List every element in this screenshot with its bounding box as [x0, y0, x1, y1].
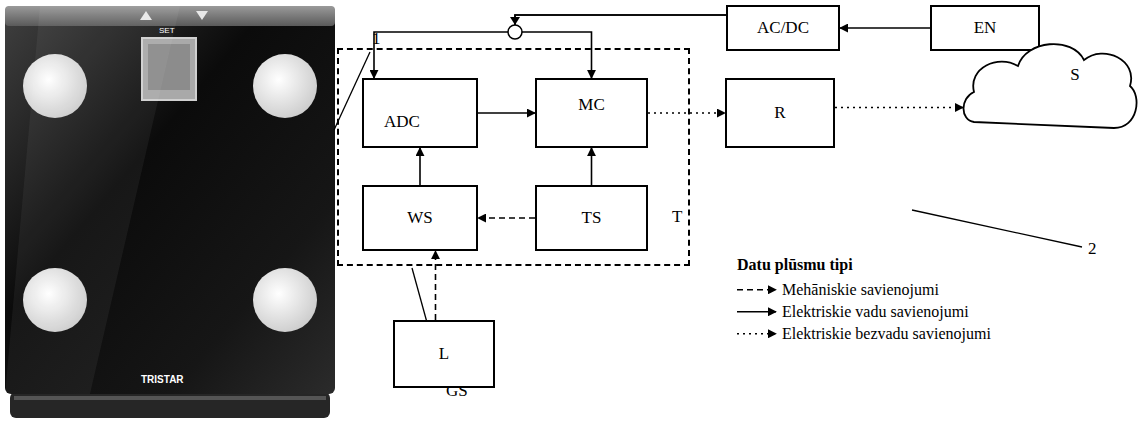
callout-label: 2: [1088, 240, 1097, 259]
electrode-pad: [253, 54, 317, 118]
legend-entry: Elektriskie vadu savienojumi: [782, 303, 969, 321]
scale-base-edge: [14, 396, 326, 400]
scale-photo: [5, 6, 335, 418]
button-down: [196, 11, 208, 20]
callout-label: SET: [159, 27, 175, 36]
label-text: TRISTAR: [141, 374, 184, 385]
node-label: WS: [407, 209, 433, 228]
cloud-shape: S: [960, 32, 1140, 137]
wireless-link: [648, 112, 725, 114]
sensor-box: WS: [362, 185, 478, 251]
legend-line-sample: [737, 333, 776, 335]
connectors: [374, 15, 963, 320]
label-text: SET: [159, 26, 175, 35]
node-label: AC/DC: [757, 19, 809, 38]
wire-link: [374, 15, 726, 78]
legend-text: Elektriskie vadu savienojumi: [782, 303, 969, 320]
scale-glass: [5, 6, 335, 394]
electrode-pad: [253, 268, 317, 332]
glass-reflection: [5, 6, 180, 394]
legend-text: Elektriskie bezvadu savienojumi: [782, 325, 991, 342]
wire-link: [591, 148, 593, 185]
legend-text: Mehāniskie savienojumi: [782, 281, 939, 298]
node-label: L: [439, 345, 449, 364]
legend-samples: [737, 290, 776, 334]
legend-line-sample: [737, 311, 776, 313]
node-label: TS: [582, 209, 602, 228]
converter-box: ADC: [362, 78, 478, 148]
sensor-box: TS: [535, 185, 648, 251]
node-label: MC: [578, 96, 604, 115]
wire-link: [419, 148, 421, 185]
junction-circle: [508, 25, 522, 39]
label-text: 1: [372, 29, 381, 48]
scale-base: [10, 392, 330, 418]
arrowhead: [510, 17, 520, 25]
load-box: L: [393, 320, 495, 388]
callout-label: 1: [372, 30, 381, 49]
node-label: ADC: [384, 113, 420, 132]
system-boundary: GSADCMCWSTS: [337, 48, 690, 266]
legend-entry: Mehāniskie savienojumi: [782, 281, 939, 299]
cloud-outline: [964, 44, 1137, 128]
wireless-link: [835, 107, 963, 109]
source-box: EN: [930, 5, 1040, 51]
callout-label: T: [672, 208, 682, 227]
cloud-outline: [960, 32, 1140, 137]
node-label: EN: [974, 19, 997, 38]
label-text: Datu plūsmu tipi: [737, 256, 853, 273]
node-label: R: [774, 104, 785, 123]
label-text: 2: [1088, 239, 1097, 258]
mechanical-link: [435, 251, 437, 320]
router-box: R: [725, 78, 835, 148]
legend-entry: Elektriskie bezvadu savienojumi: [782, 325, 991, 343]
leader-line: [912, 210, 1082, 247]
power-box: AC/DC: [726, 5, 840, 51]
wire-link: [515, 15, 726, 78]
label-text: T: [672, 207, 682, 226]
legend-line-sample: [737, 289, 776, 291]
callout-label: TRISTAR: [141, 374, 184, 385]
node-label: S: [1070, 66, 1079, 85]
mechanical-link: [478, 217, 535, 219]
legend-title: Datu plūsmu tipi: [737, 256, 853, 274]
wire-link: [840, 27, 930, 29]
wire-link: [478, 112, 535, 114]
controller-box: MC: [535, 78, 648, 148]
